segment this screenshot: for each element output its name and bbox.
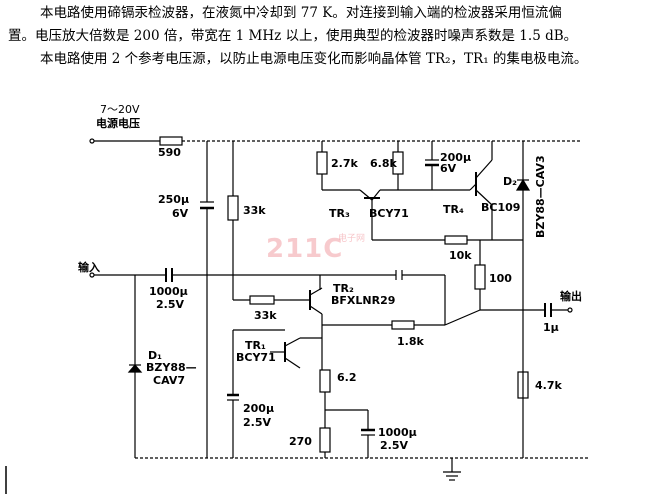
coupling-capacitor <box>320 270 446 325</box>
resistor-2k7 <box>316 141 360 191</box>
label-c200-bottom-voltage: 2.5V <box>243 416 271 429</box>
input-network <box>89 268 320 458</box>
label-tr2-part: BFXLNR29 <box>331 294 396 307</box>
transistor-tr2 <box>290 275 323 370</box>
label-tr4-part: BC109 <box>481 201 521 214</box>
label-r6k8: 6.8k <box>370 157 397 170</box>
label-tr3: TR₃ <box>329 207 350 220</box>
label-d2: D₂ <box>503 175 517 188</box>
label-c200-top: 200µ <box>440 151 472 164</box>
label-d2-part: BZY88—CAV3 <box>534 155 547 238</box>
label-r2k7: 2.7k <box>331 157 358 170</box>
label-r33k-mid: 33k <box>254 309 277 322</box>
label-r4k7: 4.7k <box>535 379 562 392</box>
capacitor-1000u-bottom <box>361 410 375 458</box>
label-tr3-part: BCY71 <box>369 207 409 220</box>
label-d1: D₁ <box>148 349 162 362</box>
label-r590: 590 <box>158 146 181 159</box>
resistor-4k7 <box>517 371 529 399</box>
label-tr1-part: BCY71 <box>236 351 276 364</box>
description-line-2: 置。电压放大倍数是 200 倍，带宽在 1 MHz 以上，使用典型的检波器时噪声… <box>8 28 578 44</box>
resistor-6r2 <box>319 369 368 411</box>
resistor-33k-horizontal <box>233 295 290 305</box>
label-c1000-in: 1000µ <box>149 285 188 298</box>
ground-rail <box>135 457 590 481</box>
description-line-1: 本电路使用碲镉汞检波器，在液氮中冷却到 77 K。对连接到输入端的检波器采用恒流… <box>40 5 562 21</box>
label-c1000-bottom-voltage: 2.5V <box>380 439 408 452</box>
label-c200-bottom: 200µ <box>243 402 275 415</box>
watermark-logo: 211C <box>266 234 344 264</box>
supply-rail <box>89 136 580 146</box>
description-paragraph-1: 本电路使用碲镉汞检波器，在液氮中冷却到 77 K。对连接到输入端的检波器采用恒流… <box>0 2 665 48</box>
output-capacitor <box>544 303 573 317</box>
capacitor-200u-bottom <box>227 393 239 458</box>
resistor-33k-vertical <box>227 141 239 300</box>
label-supply-range: 7～20V <box>100 103 140 116</box>
label-c1000-in-voltage: 2.5V <box>156 298 184 311</box>
transistor-tr1 <box>232 329 322 395</box>
label-supply-name: 电源电压 <box>96 117 140 130</box>
capacitor-250u <box>200 141 214 458</box>
description-paragraph-2: 本电路使用 2 个参考电压源，以防止电源电压变化而影响晶体管 TR₂，TR₁ 的… <box>40 51 588 67</box>
label-input: 输入 <box>78 261 100 274</box>
label-c250-voltage: 6V <box>172 207 189 220</box>
label-c1000-bottom: 1000µ <box>378 426 417 439</box>
resistor-100 <box>444 240 545 326</box>
capacitor-200u-top <box>425 141 439 190</box>
label-d1-part2: CAV7 <box>153 374 186 387</box>
label-c-out: 1µ <box>543 321 559 334</box>
transistor-tr3 <box>359 189 381 240</box>
label-r1k8: 1.8k <box>397 335 424 348</box>
label-r6r2: 6.2 <box>337 371 357 384</box>
resistor-10k <box>372 235 523 245</box>
label-tr4: TR₄ <box>443 203 464 216</box>
label-c250: 250µ <box>158 193 190 206</box>
resistor-1k8 <box>322 320 445 330</box>
label-r10k: 10k <box>449 249 472 262</box>
label-tr2: TR₂ <box>333 282 354 295</box>
resistor-6k8 <box>380 141 470 191</box>
transistor-tr4 <box>469 141 493 240</box>
label-c200-top-voltage: 6V <box>440 162 457 175</box>
resistor-270 <box>319 410 331 458</box>
label-output: 输出 <box>560 290 582 303</box>
label-d1-part1: BZY88— <box>146 361 197 374</box>
label-r270: 270 <box>289 435 312 448</box>
label-r33k-top: 33k <box>243 204 266 217</box>
label-r100: 100 <box>489 272 512 285</box>
watermark-sub: 电子网 <box>338 234 366 244</box>
label-tr1: TR₁ <box>245 339 266 352</box>
zener-d2 <box>515 141 531 458</box>
